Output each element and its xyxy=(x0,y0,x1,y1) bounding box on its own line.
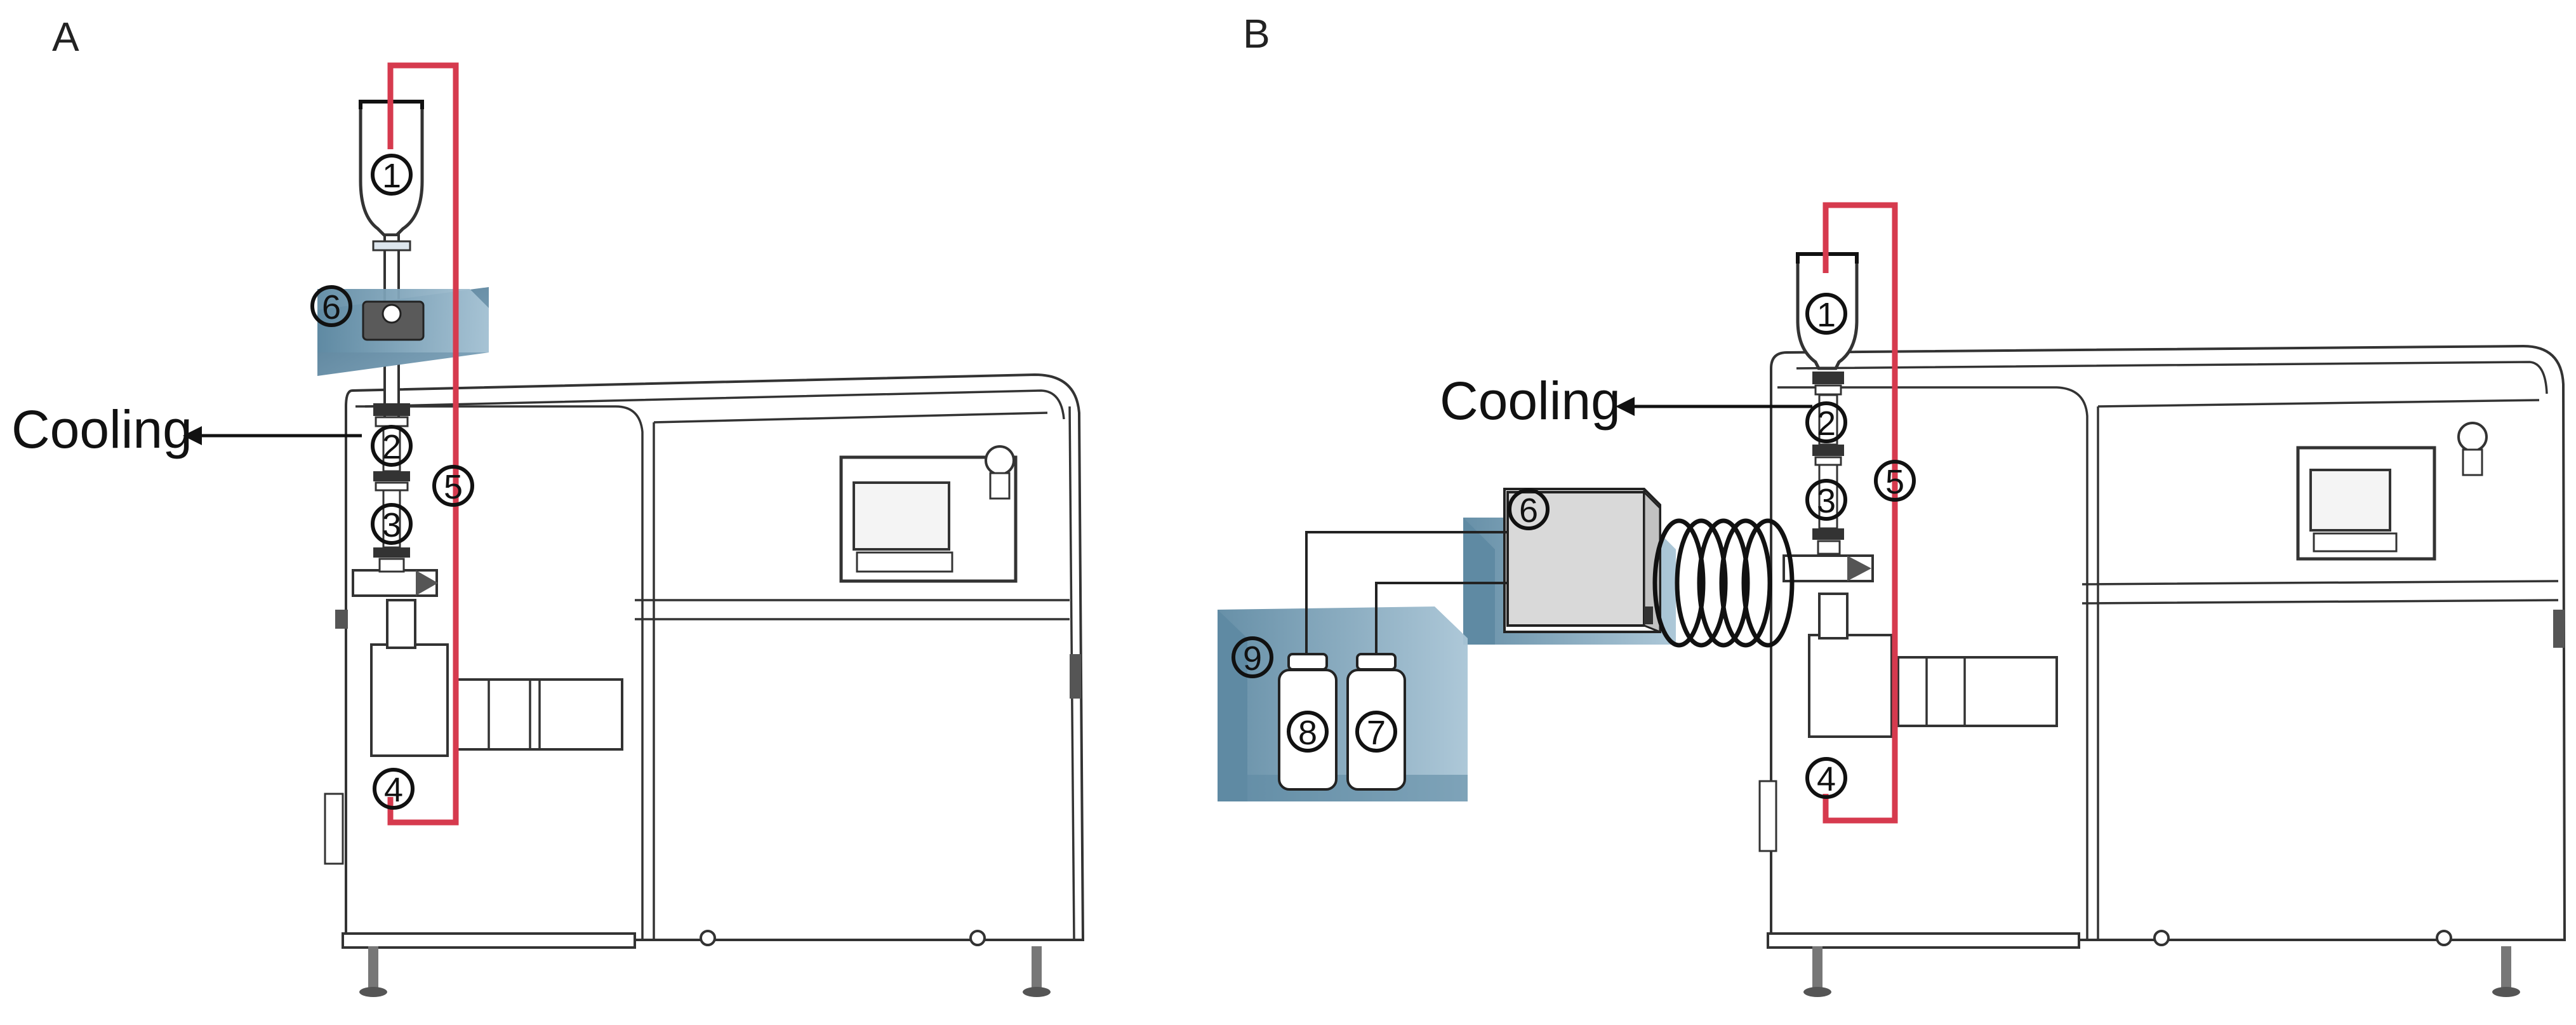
svg-text:1: 1 xyxy=(382,157,401,195)
marker-2-a: 2 xyxy=(371,425,413,467)
cooling-arrow-b xyxy=(1616,397,1812,416)
svg-text:2: 2 xyxy=(1817,405,1836,443)
svg-text:5: 5 xyxy=(1885,463,1904,501)
bottle-7 xyxy=(1346,653,1406,791)
svg-text:6: 6 xyxy=(322,288,341,326)
svg-text:5: 5 xyxy=(444,468,463,506)
svg-text:3: 3 xyxy=(1817,482,1836,520)
svg-text:9: 9 xyxy=(1243,640,1262,678)
marker-4-a: 4 xyxy=(373,768,415,810)
marker-5-b: 5 xyxy=(1874,460,1916,502)
cooling-arrow-a xyxy=(183,426,362,445)
cooling-block-a xyxy=(317,287,489,376)
svg-text:4: 4 xyxy=(1817,760,1836,798)
svg-text:4: 4 xyxy=(384,771,403,809)
marker-8-b: 8 xyxy=(1287,711,1329,753)
bottle-8 xyxy=(1278,653,1338,791)
chiller-unit-b xyxy=(1463,488,1676,645)
marker-7-b: 7 xyxy=(1355,711,1397,753)
marker-6-a: 6 xyxy=(310,285,352,327)
panel-a-label: A xyxy=(52,14,79,60)
svg-text:6: 6 xyxy=(1519,492,1538,530)
cooling-label-a: Cooling xyxy=(11,399,192,459)
tubing-b xyxy=(1822,202,1898,824)
marker-2-b: 2 xyxy=(1805,401,1847,443)
marker-9-b: 9 xyxy=(1232,636,1273,678)
svg-text:7: 7 xyxy=(1367,714,1386,752)
svg-text:2: 2 xyxy=(382,428,401,466)
machine-a xyxy=(324,373,1085,997)
panel-a: A xyxy=(11,14,1085,997)
cooling-coil-b xyxy=(1652,518,1795,648)
marker-1-b: 1 xyxy=(1805,293,1847,335)
hoses-b xyxy=(1305,531,1508,654)
tubing-a xyxy=(387,62,459,826)
marker-3-a: 3 xyxy=(371,503,413,545)
marker-5-a: 5 xyxy=(432,465,474,507)
bottle-stand-b xyxy=(1218,606,1468,801)
marker-3-b: 3 xyxy=(1805,479,1847,521)
machine-b xyxy=(1758,344,2566,997)
panel-b-label: B xyxy=(1243,11,1270,57)
svg-text:1: 1 xyxy=(1817,296,1836,334)
svg-text:3: 3 xyxy=(382,506,401,544)
cooling-label-b: Cooling xyxy=(1440,371,1621,431)
panel-b: B xyxy=(1218,11,2566,997)
marker-4-b: 4 xyxy=(1805,757,1847,799)
marker-6-b: 6 xyxy=(1508,488,1550,530)
svg-text:8: 8 xyxy=(1298,714,1317,752)
marker-1-a: 1 xyxy=(371,154,413,196)
